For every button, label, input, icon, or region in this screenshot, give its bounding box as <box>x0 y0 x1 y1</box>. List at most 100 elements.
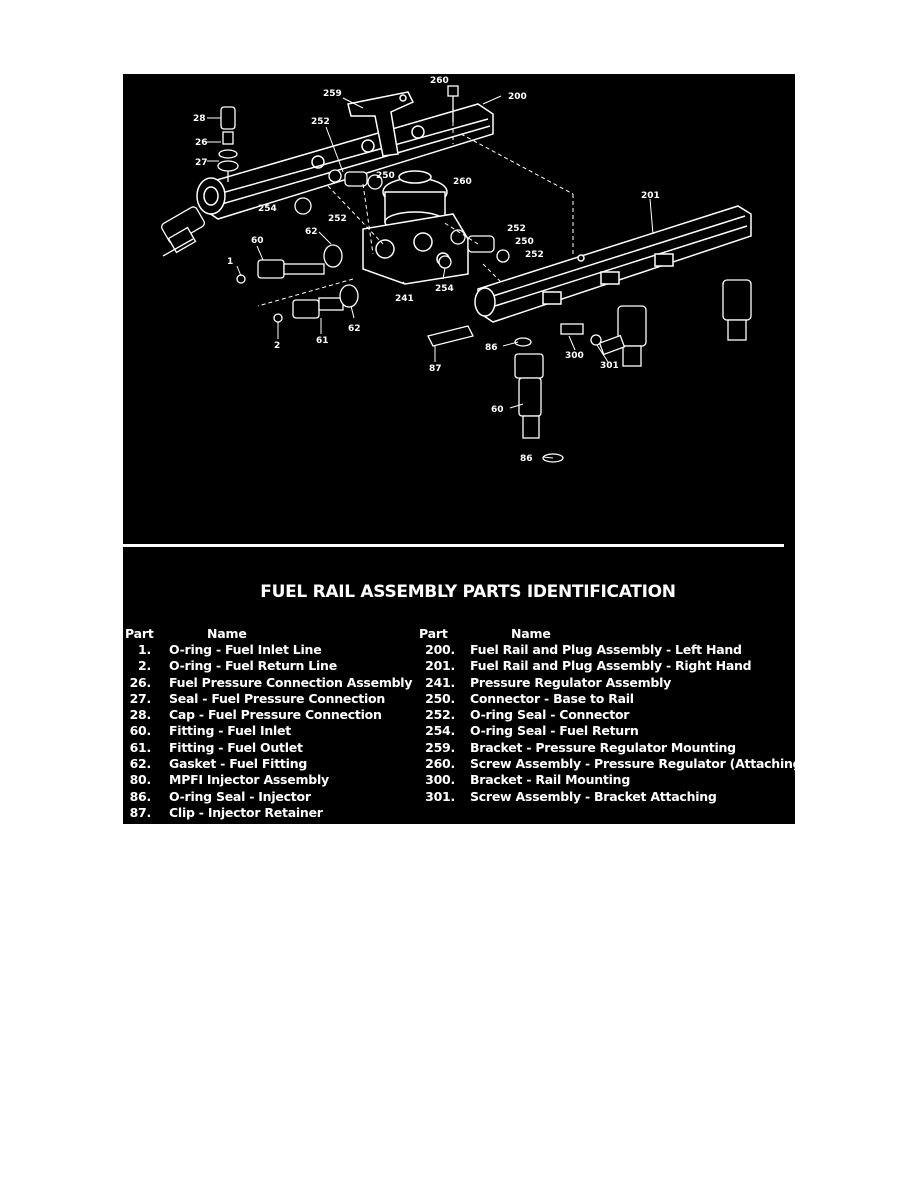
table-row: 61. Fitting - Fuel Outlet <box>125 740 415 756</box>
part-name: Pressure Regulator Assembly <box>470 674 672 690</box>
right-parts-list: 200. Fuel Rail and Plug Assembly - Left H… <box>423 642 795 805</box>
part-number: 60. <box>129 723 152 739</box>
return-orings <box>294 197 452 269</box>
table-row: 260.Screw Assembly - Pressure Regulator … <box>423 756 795 772</box>
part-name: O-ring Seal - Fuel Return <box>470 723 639 739</box>
part-number: 28. <box>129 707 152 723</box>
injector-clip <box>427 325 474 347</box>
rail-bracket <box>560 323 602 346</box>
callout: 252 <box>525 250 544 260</box>
callout: 260 <box>453 177 472 187</box>
table-row: 252. O-ring Seal - Connector <box>423 707 795 723</box>
part-name: Connector - Base to Rail <box>470 690 634 706</box>
callout: 60 <box>251 236 264 246</box>
table-row: 26. Fuel Pressure Connection Assembly <box>125 675 415 691</box>
part-number: 250. <box>425 690 455 706</box>
assembly-lines <box>257 122 574 307</box>
callout: 300 <box>565 351 584 361</box>
part-number: 1. <box>138 642 151 657</box>
table-row: 27.Seal - Fuel Pressure Connection <box>125 691 415 707</box>
callout-labels: 260 200 259 28 252 26 27 250 260 254 252… <box>193 76 660 464</box>
part-number: 87. <box>129 804 152 820</box>
parts-plate: 260 200 259 28 252 26 27 250 260 254 252… <box>123 74 795 824</box>
table-row: 241. Pressure Regulator Assembly <box>423 675 795 691</box>
part-name: O-ring - Fuel Inlet Line <box>169 642 322 657</box>
callout: 250 <box>376 171 395 181</box>
table-row: 301.Screw Assembly - Bracket Attaching <box>423 789 795 805</box>
table-row: 259. Bracket - Pressure Regulator Mountin… <box>423 740 795 756</box>
callout: 201 <box>641 191 660 201</box>
callout: 62 <box>305 227 318 237</box>
callout: 26 <box>195 138 208 148</box>
part-name: Bracket - Pressure Regulator Mounting <box>470 739 736 755</box>
connector-right <box>450 229 510 263</box>
callout: 200 <box>508 92 527 102</box>
table-row: 300. Bracket - Rail Mounting <box>423 772 795 788</box>
left-header-part: Part <box>125 626 154 641</box>
callout: 250 <box>515 237 534 247</box>
part-name: Fuel Rail and Plug Assembly - Left Hand <box>470 642 742 657</box>
table-row: 60. Fitting - Fuel Inlet <box>125 723 415 739</box>
part-number: 252. <box>425 707 455 723</box>
callout: 254 <box>435 284 454 294</box>
connector-upper <box>328 169 383 190</box>
table-row: 1. O-ring - Fuel Inlet Line <box>125 642 415 658</box>
table-row: 86. O-ring Seal - Injector <box>125 789 415 805</box>
table-row: 62. Gasket - Fuel Fitting <box>125 756 415 772</box>
callout: 252 <box>311 117 330 127</box>
part-name: Fitting - Fuel Outlet <box>169 739 303 755</box>
table-row: 87.Clip - Injector Retainer <box>125 805 415 821</box>
callout: 28 <box>193 114 206 124</box>
callout: 252 <box>328 214 347 224</box>
part-number: 2. <box>138 658 151 674</box>
part-number: 26. <box>129 674 152 690</box>
callout: 2 <box>274 341 280 351</box>
right-rail-injectors <box>598 279 752 367</box>
loose-injector <box>514 337 564 463</box>
table-row: 80.MPFI Injector Assembly <box>125 772 415 788</box>
divider <box>123 544 784 547</box>
part-name: Cap - Fuel Pressure Connection <box>169 707 382 723</box>
callout: 241 <box>395 294 414 304</box>
part-number: 80. <box>129 772 152 788</box>
left-header-name: Name <box>207 626 247 641</box>
callout: 27 <box>195 158 208 168</box>
callout: 86 <box>485 343 498 353</box>
part-name: Bracket - Rail Mounting <box>470 772 631 788</box>
part-number: 241. <box>425 674 455 690</box>
part-name: Screw Assembly - Pressure Regulator (Att… <box>470 756 795 772</box>
callout: 254 <box>258 204 277 214</box>
callout: 61 <box>316 336 329 346</box>
callout: 87 <box>429 364 442 374</box>
callout: 62 <box>348 324 361 334</box>
leader-lines <box>207 95 654 459</box>
left-injector <box>160 206 206 257</box>
table-row: 254. O-ring Seal - Fuel Return <box>423 723 795 739</box>
table-row: 28. Cap - Fuel Pressure Connection <box>125 707 415 723</box>
part-number: 301. <box>425 788 455 804</box>
callout: 60 <box>491 405 504 415</box>
part-number: 200. <box>425 642 455 657</box>
part-number: 86. <box>129 788 152 804</box>
part-number: 62. <box>129 756 152 772</box>
part-name: Fuel Pressure Connection Assembly <box>169 674 413 690</box>
part-name: Fitting - Fuel Inlet <box>169 723 292 739</box>
callout: 252 <box>507 224 526 234</box>
callout: 301 <box>600 361 619 371</box>
part-name: Fuel Rail and Plug Assembly - Right Hand <box>470 658 752 674</box>
callout: 1 <box>227 257 233 267</box>
table-row: 201.Fuel Rail and Plug Assembly - Right … <box>423 658 795 674</box>
part-number: 61. <box>129 739 152 755</box>
right-fuel-rail <box>474 205 752 323</box>
part-name: O-ring Seal - Injector <box>169 788 311 804</box>
part-number: 259. <box>425 739 455 755</box>
right-header-part: Part <box>419 626 448 641</box>
part-name: Gasket - Fuel Fitting <box>169 756 308 772</box>
part-number: 254. <box>425 723 455 739</box>
fuel-rail-exploded-diagram: 260 200 259 28 252 26 27 250 260 254 252… <box>160 76 752 464</box>
part-number: 300. <box>425 772 455 788</box>
left-fuel-rail <box>196 103 494 220</box>
part-name: O-ring Seal - Connector <box>470 707 630 723</box>
fittings <box>236 244 359 323</box>
